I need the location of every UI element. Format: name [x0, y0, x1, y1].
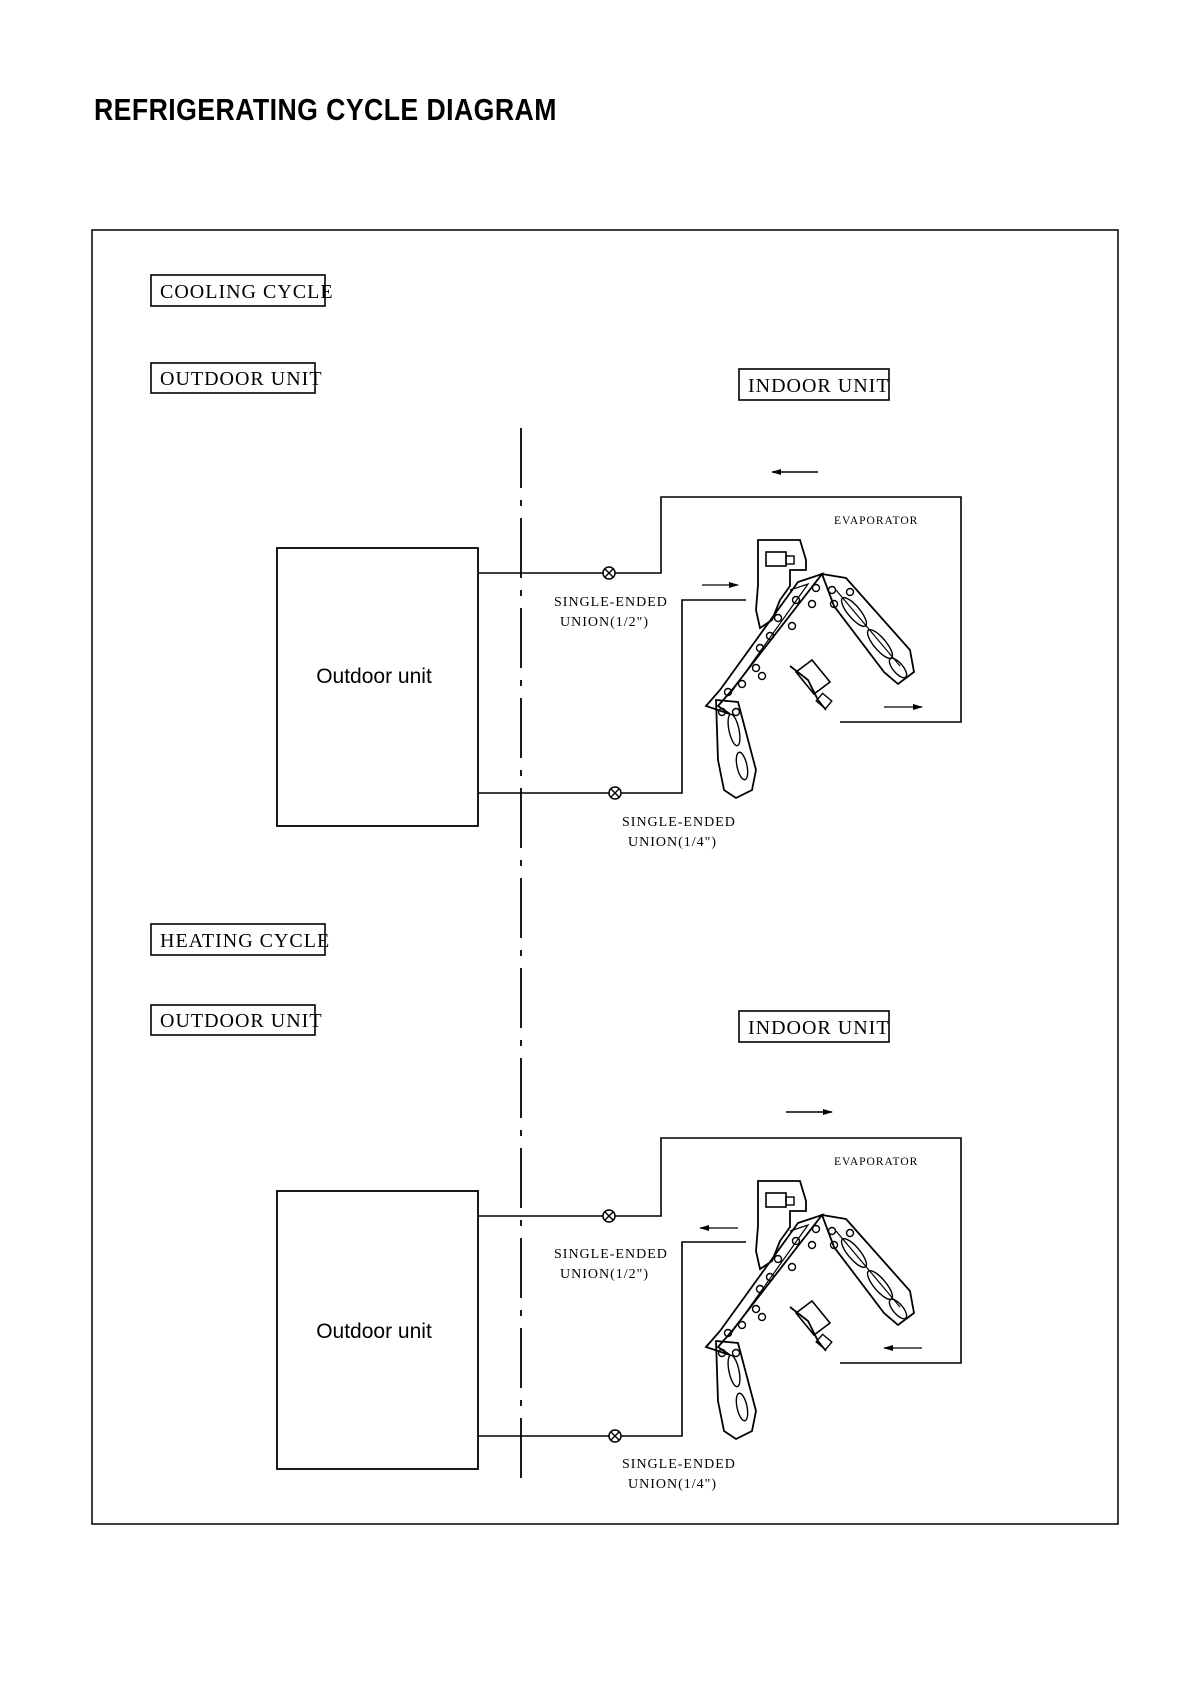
heating-union-half-icon [603, 1210, 615, 1222]
heating-cycle-section: HEATING CYCLE OUTDOOR UNIT INDOOR UNIT O… [151, 924, 961, 1492]
heating-evaporator-label: EVAPORATOR [834, 1156, 918, 1168]
heating-union-top-line1: SINGLE-ENDED [554, 1247, 668, 1262]
heating-union-bottom-line2: UNION(1/4") [628, 1477, 717, 1492]
cooling-cycle-label: COOLING CYCLE [160, 281, 334, 303]
heating-union-top-line2: UNION(1/2") [560, 1267, 649, 1282]
cooling-cycle-section: COOLING CYCLE OUTDOOR UNIT INDOOR UNIT O… [151, 275, 961, 850]
cooling-union-half-icon [603, 567, 615, 579]
heating-indoor-unit-label: INDOOR UNIT [748, 1017, 890, 1039]
cooling-evaporator-coil [706, 540, 914, 798]
diagram-frame [92, 230, 1118, 1524]
cooling-union-bottom-line2: UNION(1/4") [628, 835, 717, 850]
cooling-union-top-line1: SINGLE-ENDED [554, 595, 668, 610]
heating-outdoor-unit-text: Outdoor unit [316, 1320, 432, 1343]
cooling-union-bottom-line1: SINGLE-ENDED [622, 815, 736, 830]
cooling-evaporator-label: EVAPORATOR [834, 515, 918, 527]
heating-gas-line [478, 1138, 961, 1363]
heating-evaporator-coil [706, 1181, 914, 1439]
cooling-gas-line [478, 497, 961, 722]
cooling-indoor-unit-label: INDOOR UNIT [748, 375, 890, 397]
heating-cycle-label: HEATING CYCLE [160, 930, 330, 952]
heating-outdoor-unit-label: OUTDOOR UNIT [160, 1010, 323, 1032]
cooling-union-top-line2: UNION(1/2") [560, 615, 649, 630]
cooling-outdoor-unit-text: Outdoor unit [316, 665, 432, 688]
heating-union-bottom-line1: SINGLE-ENDED [622, 1457, 736, 1472]
cooling-outdoor-unit-label: OUTDOOR UNIT [160, 368, 323, 390]
heating-union-quarter-icon [609, 1430, 621, 1442]
cooling-union-quarter-icon [609, 787, 621, 799]
